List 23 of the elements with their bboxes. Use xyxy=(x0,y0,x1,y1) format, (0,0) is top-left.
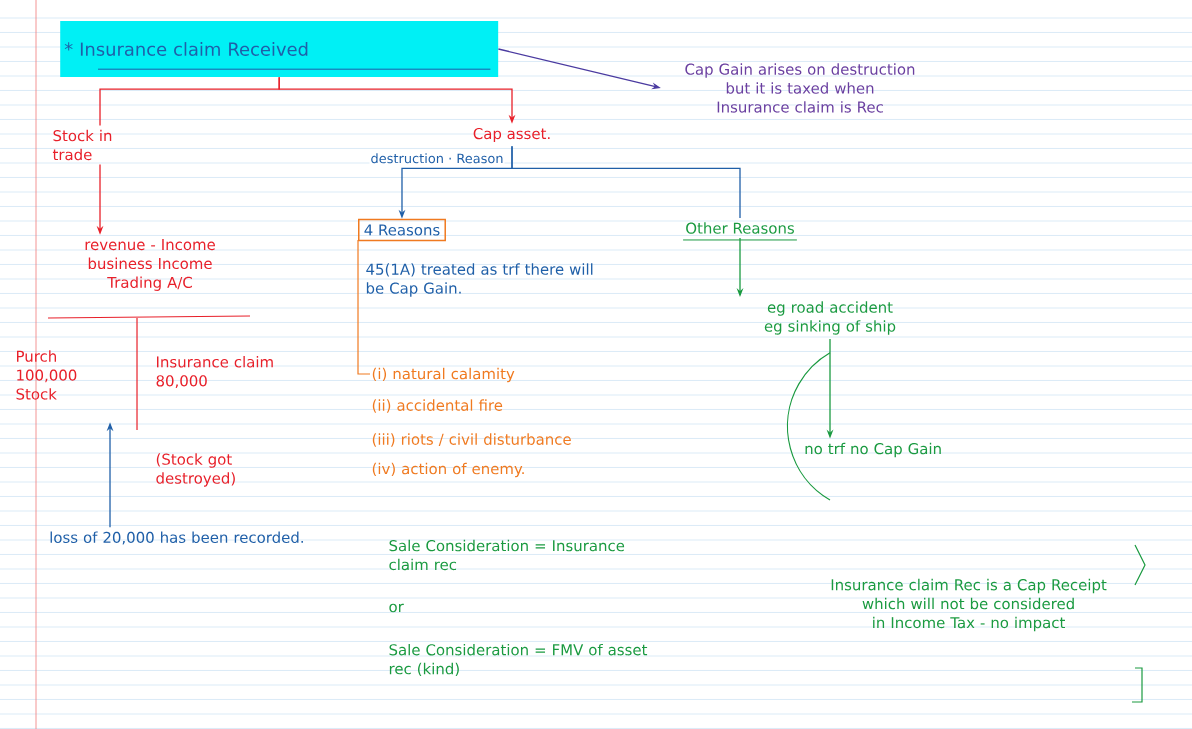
edge-label: destruction · Reason xyxy=(369,152,505,165)
handwritten-note: Cap asset. xyxy=(473,127,550,143)
handwritten-note: (Stock got destroyed) xyxy=(156,453,235,487)
handwritten-note: or xyxy=(389,603,404,613)
highlighted-heading: * Insurance claim Received xyxy=(60,21,499,77)
handwritten-note: Purch 100,000 Stock xyxy=(16,350,77,400)
handwritten-note: loss of 20,000 has been recorded. xyxy=(50,531,303,545)
handwritten-note: Sale Consideration = Insurance claim rec xyxy=(389,539,625,571)
handwritten-note: Insurance claim 80,000 xyxy=(156,356,273,388)
handwritten-note: (ii) accidental fire xyxy=(372,399,503,413)
handwritten-note: no trf no Cap Gain xyxy=(805,442,941,458)
handwritten-note: (i) natural calamity xyxy=(372,367,515,383)
handwritten-note: revenue - Income business Income Trading A/C xyxy=(85,239,215,291)
handwritten-note: eg road accident eg sinking of ship xyxy=(764,301,896,335)
handwritten-note: Sale Consideration = FMV of asset rec (kind) xyxy=(389,643,648,677)
handwritten-note: Cap Gain arises on destruction but it is taxed when Insurance claim is Rec xyxy=(685,63,915,113)
boxed-heading: 4 Reasons xyxy=(358,218,446,242)
handwritten-note: (iii) riots / civil disturbance xyxy=(372,433,571,447)
handwritten-note: Other Reasons xyxy=(686,222,794,234)
handwritten-note: (iv) action of enemy. xyxy=(372,462,524,478)
note: 45(1A) treated as trf there will be Cap Gain. xyxy=(366,263,593,297)
handwritten-note: Stock in trade xyxy=(52,129,112,161)
handwritten-note: Insurance claim Rec is a Cap Receipt which will not be considered in Income Tax - no impact xyxy=(831,578,1107,632)
